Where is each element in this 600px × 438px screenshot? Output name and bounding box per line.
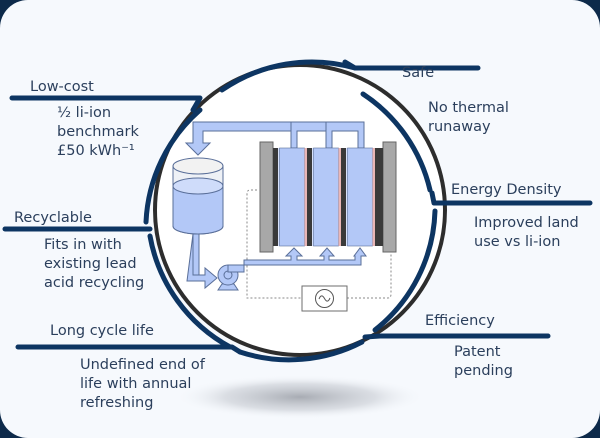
arc-left-upper — [143, 107, 203, 225]
feature-title-efficiency: Efficiency — [425, 313, 495, 329]
drop-shadow — [175, 375, 425, 419]
desc-line: life with annual — [80, 376, 192, 392]
desc-line: ½ li-ion — [57, 105, 112, 121]
ac-power-source — [301, 285, 348, 312]
arc-bottom — [237, 339, 365, 363]
feature-desc-energy-density: Improved land use vs li-ion — [474, 214, 579, 252]
ac-wave-icon — [318, 295, 331, 302]
return-pipe — [184, 121, 365, 156]
end-plate-right — [382, 141, 397, 253]
arc-right-lower — [372, 208, 438, 333]
desc-line: Patent — [454, 344, 501, 360]
end-plate-left — [259, 141, 274, 253]
desc-line: runaway — [428, 119, 491, 135]
desc-line: existing lead — [44, 256, 137, 272]
arc-left-lower — [147, 233, 233, 350]
desc-line: benchmark — [57, 124, 139, 140]
electrolyte-tank — [172, 157, 224, 235]
feature-title-safe: Safe — [402, 65, 435, 81]
arc-right-upper — [360, 91, 433, 193]
leader-energy-density — [429, 190, 593, 206]
feature-desc-efficiency: Patent pending — [454, 343, 513, 381]
feature-desc-long-cycle-life: Undefined end of life with annual refres… — [80, 356, 205, 413]
cell-stack — [259, 141, 397, 253]
desc-line: £50 kWh⁻¹ — [57, 143, 135, 159]
feature-title-long-cycle-life: Long cycle life — [50, 323, 154, 339]
feature-title-energy-density: Energy Density — [451, 182, 562, 198]
desc-line: Fits in with — [44, 237, 122, 253]
desc-line: pending — [454, 363, 513, 379]
leader-low-cost — [9, 95, 203, 113]
feature-desc-low-cost: ½ li-ion benchmark £50 kWh⁻¹ — [57, 104, 139, 161]
arc-top — [219, 59, 358, 93]
desc-line: use vs li-ion — [474, 234, 561, 250]
outer-ring — [2, 59, 593, 363]
desc-line: acid recycling — [44, 275, 145, 291]
desc-line: refreshing — [80, 395, 154, 411]
leader-long-cycle-life — [15, 344, 243, 355]
feature-title-low-cost: Low-cost — [30, 79, 94, 95]
feature-desc-safe: No thermal runaway — [428, 99, 509, 137]
feature-desc-recyclable: Fits in with existing lead acid recyclin… — [44, 236, 144, 293]
desc-line: Improved land — [474, 215, 579, 231]
feature-title-recyclable: Recyclable — [14, 210, 92, 226]
desc-line: Undefined end of — [80, 357, 205, 373]
leader-efficiency — [362, 333, 551, 340]
supply-manifold — [243, 247, 367, 266]
leader-safe — [342, 59, 481, 71]
feed-pipe — [186, 233, 218, 290]
pump — [217, 264, 245, 291]
desc-line: No thermal — [428, 100, 509, 116]
